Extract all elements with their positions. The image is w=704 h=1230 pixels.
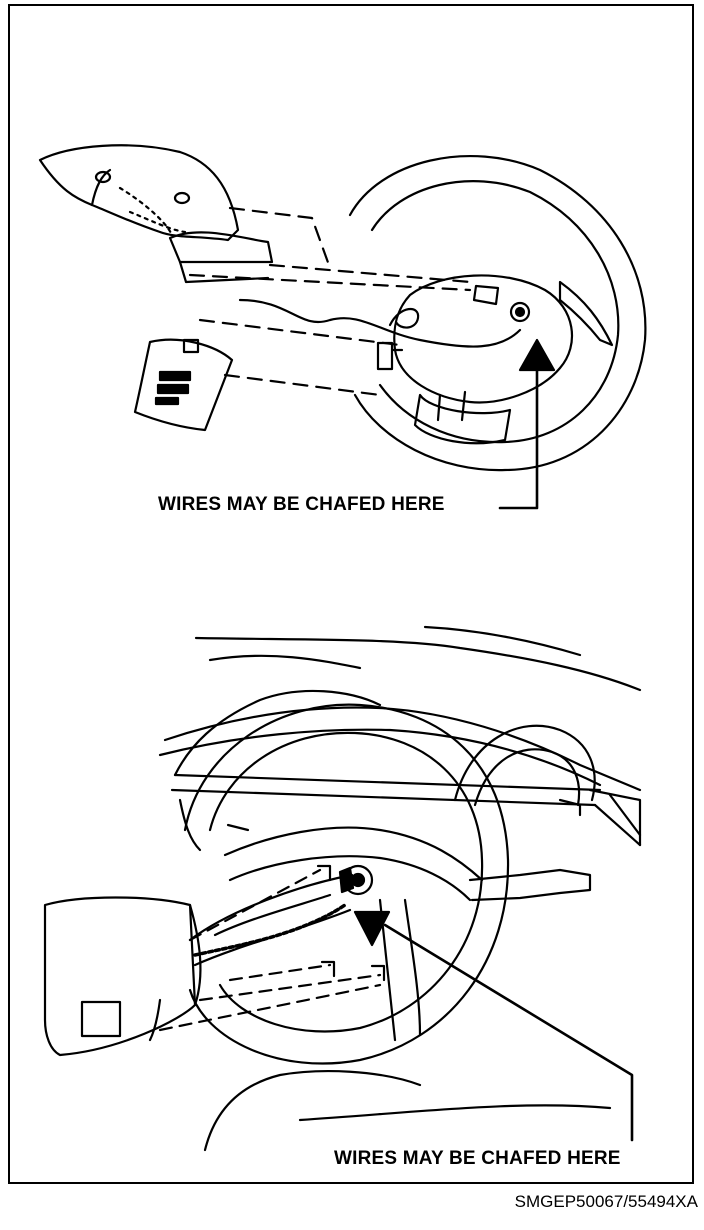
- callout-label-bottom: WIRES MAY BE CHAFED HERE: [334, 1148, 621, 1169]
- bottom-dashboard: [158, 625, 642, 852]
- top-alignment-lines: [188, 206, 472, 397]
- top-steering-wheel: [348, 154, 647, 472]
- bottom-airbag-pad: [43, 873, 354, 1057]
- bottom-callout-arrow: [353, 910, 634, 1142]
- bottom-seat-outline: [203, 1070, 422, 1152]
- top-airbag-pad: [38, 144, 240, 242]
- top-callout-arrow: [498, 338, 556, 510]
- top-switch-module: [133, 338, 234, 432]
- bottom-steering-wheel: [183, 703, 592, 1065]
- figure-code: SMGEP50067/55494XA: [514, 1192, 698, 1211]
- callout-label-top: WIRES MAY BE CHAFED HERE: [158, 494, 445, 515]
- top-wire-harness: [168, 231, 522, 348]
- figure-frame: [8, 4, 694, 1184]
- bottom-alignment-lines: [158, 868, 382, 1032]
- top-illustration: [38, 144, 647, 510]
- bottom-tabs: [316, 864, 386, 982]
- bottom-illustration: [43, 625, 642, 1152]
